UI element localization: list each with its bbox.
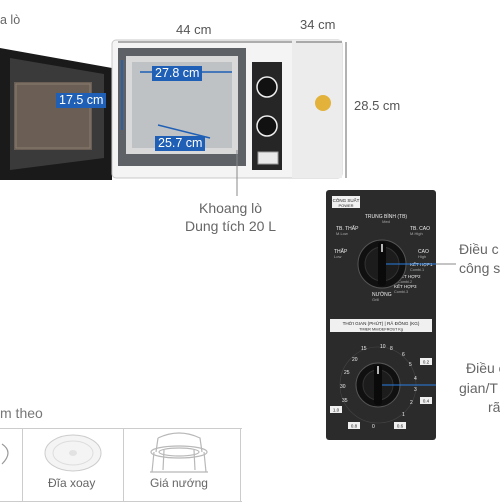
control-panel-closeup: CÔNG SUẤT POWER TRUNG BÌNH (TB) Med TB. … bbox=[326, 190, 436, 440]
power-label-low: THẤP bbox=[334, 248, 348, 255]
dimension-width-label: 44 cm bbox=[176, 22, 212, 37]
accessory-label-turntable: Đĩa xoay bbox=[48, 476, 96, 490]
cavity-pointer-line bbox=[236, 150, 238, 196]
timer-knob-small bbox=[256, 115, 278, 137]
timer-number-30: 30 bbox=[340, 384, 346, 390]
power-label-mhigh: TB. CAO bbox=[410, 226, 430, 232]
power-callout-line2: công s bbox=[459, 260, 500, 276]
side-vent-badge bbox=[315, 95, 331, 111]
cavity-note-line2: Dung tích 20 L bbox=[185, 218, 277, 234]
timer-number-5: 5 bbox=[409, 362, 412, 368]
power-knob-small bbox=[256, 76, 278, 98]
power-label-mhigh-en: M.High bbox=[410, 231, 423, 236]
power-label-grill-en: Grill bbox=[372, 297, 379, 302]
turntable-image bbox=[44, 434, 102, 472]
defrost-0-8: 0.8 bbox=[351, 424, 358, 429]
timer-number-1: 1 bbox=[402, 412, 405, 418]
timer-number-20: 20 bbox=[352, 357, 358, 363]
page-header-fragment: a lò bbox=[0, 13, 21, 27]
power-label-combi1-en: Combi.1 bbox=[410, 268, 424, 272]
timer-header-box bbox=[330, 319, 432, 332]
door-release-button bbox=[257, 151, 279, 165]
timer-header-vi: THỜI GIAN (PHÚT) | RÃ ĐÔNG (KG) bbox=[343, 320, 420, 326]
timer-number-15: 15 bbox=[361, 346, 367, 352]
power-label-mlow-en: M.Low bbox=[336, 231, 348, 236]
timer-number-10: 10 bbox=[380, 344, 386, 350]
power-label-combi3-en: Combi.3 bbox=[394, 290, 408, 294]
defrost-1-0: 1.0 bbox=[333, 408, 340, 413]
timer-callout-line3: rã bbox=[488, 399, 500, 415]
microwave-illustration bbox=[0, 39, 347, 180]
power-label-low-en: Low bbox=[334, 254, 341, 259]
timer-number-4: 4 bbox=[414, 376, 417, 382]
power-callout-line1: Điều c bbox=[459, 241, 499, 257]
inner-depth-label: 25.7 cm bbox=[155, 136, 206, 151]
accessory-partial-image bbox=[1, 443, 9, 465]
accessory-label-grill-rack: Giá nướng bbox=[150, 476, 208, 490]
timer-number-8: 8 bbox=[390, 346, 393, 352]
dimension-height-label: 28.5 cm bbox=[354, 98, 401, 113]
power-header-vi: CÔNG SUẤT bbox=[333, 197, 360, 203]
defrost-0-2: 0.2 bbox=[423, 360, 430, 365]
timer-number-25: 25 bbox=[344, 370, 350, 376]
power-label-combi2: KẾT HỢP2 bbox=[398, 273, 421, 279]
accessories-heading: m theo bbox=[0, 405, 43, 421]
timer-header-en: TIMER Min/DEFROST Kg bbox=[359, 328, 403, 332]
grill-rack-image bbox=[150, 432, 208, 473]
power-label-combi3: KẾT HỢP3 bbox=[394, 283, 417, 289]
defrost-0-6: 0.6 bbox=[397, 424, 404, 429]
timer-number-6: 6 bbox=[402, 352, 405, 358]
power-label-med-en: Med bbox=[382, 219, 390, 224]
power-header-box bbox=[332, 196, 360, 208]
inner-height-label: 17.5 cm bbox=[56, 93, 107, 108]
power-label-mlow: TB. THẤP bbox=[336, 225, 359, 232]
power-header-en: POWER bbox=[338, 203, 353, 208]
dimension-depth-label: 34 cm bbox=[300, 17, 336, 32]
timer-number-2: 2 bbox=[410, 400, 413, 406]
power-label-med: TRUNG BÌNH (TB) bbox=[365, 213, 408, 220]
timer-number-35: 35 bbox=[342, 398, 348, 404]
power-label-high-en: High bbox=[418, 254, 426, 259]
inner-width-label: 27.8 cm bbox=[152, 66, 203, 81]
cavity-note-line1: Khoang lò bbox=[199, 200, 263, 216]
timer-callout-line1: Điều c bbox=[466, 360, 500, 376]
oven-door bbox=[0, 48, 112, 180]
power-label-grill: NƯỚNG bbox=[372, 291, 392, 298]
power-label-high: CAO bbox=[418, 249, 429, 255]
timer-number-3: 3 bbox=[414, 387, 417, 393]
power-label-combi2-en: Combi.2 bbox=[398, 280, 412, 284]
timer-callout-line2: gian/T bbox=[459, 380, 498, 396]
power-callout-connector bbox=[436, 263, 456, 265]
defrost-0-4: 0.4 bbox=[423, 399, 430, 404]
timer-number-0: 0 bbox=[372, 424, 375, 430]
